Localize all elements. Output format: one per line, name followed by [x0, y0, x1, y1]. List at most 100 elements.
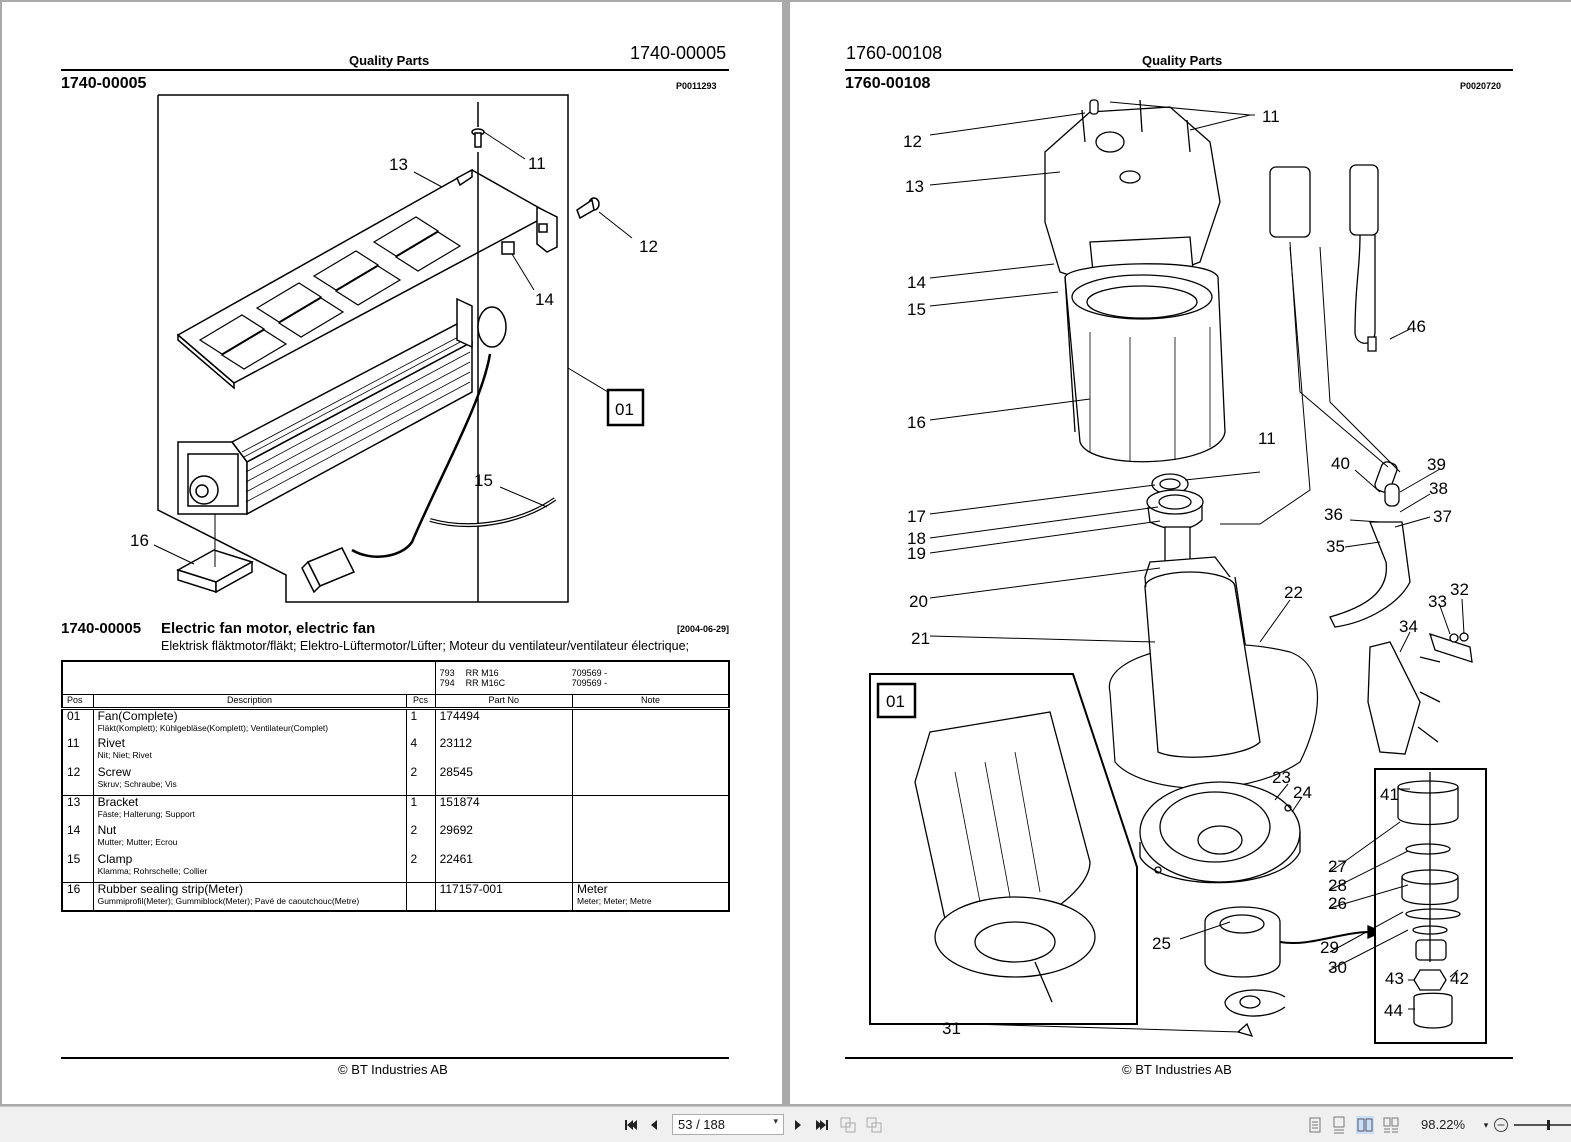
callout-37: 37: [1433, 507, 1452, 526]
callout-15: 15: [474, 471, 493, 490]
facing-continuous-view-button[interactable]: [1382, 1116, 1400, 1134]
exploded-diagram-motor: 11 12 13 14 15 16 11 17 18 19 20 21 22 2…: [869, 99, 1487, 1044]
continuous-page-icon: [1333, 1116, 1345, 1134]
facing-pages-icon: [1357, 1118, 1373, 1132]
callout-13: 13: [389, 155, 408, 174]
picture-code: P0020720: [1460, 81, 1502, 91]
zoom-level[interactable]: 98.22%: [1421, 1117, 1466, 1132]
callout-23: 23: [1272, 768, 1291, 787]
assembly-outline: [157, 94, 569, 603]
viewer-toolbar: 53 / 188 ▾ 98.22% ▾: [0, 1106, 1571, 1142]
previous-page-icon: [651, 1120, 657, 1130]
col-pcs: Pcs: [405, 694, 436, 710]
facing-view-button[interactable]: [1356, 1116, 1374, 1134]
diagram-number: 1740-00005: [61, 75, 147, 92]
callout-11: 11: [1262, 107, 1280, 126]
picture-code: P0011293: [676, 81, 717, 91]
header-number: 1740-00005: [630, 43, 727, 63]
callout-32: 32: [1450, 580, 1469, 599]
col-note: Note: [572, 694, 730, 710]
callout-20: 20: [909, 592, 928, 611]
zoom-out-button[interactable]: [1493, 1116, 1509, 1134]
parts-list-translation: Elektrisk fläktmotor/fläkt; Elektro-Lüft…: [161, 639, 690, 653]
callout-11: 11: [528, 154, 546, 173]
facing-continuous-icon: [1383, 1117, 1399, 1133]
footer-copyright: © BT Industries AB: [338, 1062, 448, 1077]
callout-33: 33: [1428, 592, 1447, 611]
header-number: 1760-00108: [846, 43, 943, 63]
callout-12: 12: [903, 132, 922, 151]
callout-30: 30: [1328, 958, 1347, 977]
footer-rule: [61, 1057, 729, 1059]
callout-13: 13: [905, 177, 924, 196]
parts-table: 793 RR M16 709569 - 794 RR M16C 709569 -…: [61, 660, 730, 912]
callout-40: 40: [1331, 454, 1350, 473]
callout-18: 18: [907, 529, 926, 548]
callout-35: 35: [1326, 537, 1345, 556]
footer-copyright: © BT Industries AB: [1122, 1062, 1232, 1077]
callout-36: 36: [1324, 505, 1343, 524]
model-row: 793 RR M16 709569 - 794 RR M16C 709569 -: [61, 661, 730, 695]
callout-29: 29: [1320, 938, 1339, 957]
parts-list-number: 1740-00005: [61, 620, 142, 637]
diagram-number: 1760-00108: [845, 75, 931, 92]
callout-15: 15: [907, 300, 926, 319]
callout-39: 39: [1427, 455, 1446, 474]
model-list: 793 RR M16 709569 - 794 RR M16C 709569 -: [434, 661, 730, 695]
page-left: Quality Parts 1740-00005 1740-00005 P001…: [2, 2, 782, 1104]
callout-25: 25: [1152, 934, 1171, 953]
page-number-input[interactable]: 53 / 188 ▾: [672, 1114, 784, 1135]
callouts-right: 11 12 13 14 15 16 11 17 18 19 20 21 22 2…: [886, 107, 1469, 1038]
zoom-dropdown-icon[interactable]: ▾: [1483, 1119, 1489, 1130]
zoom-slider[interactable]: [1514, 1120, 1571, 1130]
table-row: 01 Fan(Complete)Fläkt(Komplett); Kühlgeb…: [61, 708, 730, 737]
callout-34: 34: [1399, 617, 1418, 636]
callout-12: 12: [639, 237, 658, 256]
footer-rule: [845, 1057, 1513, 1059]
callout-27: 27: [1328, 857, 1347, 876]
zoom-slider-thumb[interactable]: [1547, 1120, 1550, 1130]
zoom-out-icon: [1494, 1118, 1508, 1132]
callout-19: 19: [907, 544, 926, 563]
single-page-icon: [1309, 1117, 1321, 1133]
previous-page-button[interactable]: [647, 1116, 661, 1134]
page-right: 1760-00108 Quality Parts 1760-00108 P002…: [790, 2, 1571, 1104]
header-rule: [61, 69, 729, 71]
callout-38: 38: [1429, 479, 1448, 498]
callout-28: 28: [1328, 876, 1347, 895]
last-page-button[interactable]: [813, 1116, 831, 1134]
single-page-view-button[interactable]: [1306, 1116, 1324, 1134]
callout-42: 42: [1450, 969, 1469, 988]
page-dropdown-icon[interactable]: ▾: [773, 1116, 778, 1126]
continuous-view-button[interactable]: [1330, 1116, 1348, 1134]
header-rule: [845, 69, 1513, 71]
callout-01: 01: [615, 400, 634, 419]
callout-43: 43: [1385, 969, 1404, 988]
callout-24: 24: [1293, 783, 1312, 802]
go-back-view-button[interactable]: [839, 1116, 857, 1134]
parts-list-date: [2004-06-29]: [676, 624, 729, 634]
callout-01: 01: [886, 692, 905, 711]
last-page-icon: [816, 1120, 828, 1130]
callout-14: 14: [907, 273, 926, 292]
callout-16: 16: [130, 531, 149, 550]
callout-14: 14: [535, 290, 554, 309]
col-pos: Pos: [61, 694, 94, 710]
parts-list-name: Electric fan motor, electric fan: [161, 620, 376, 637]
callout-11b: 11: [1258, 429, 1276, 448]
back-view-icon: [840, 1117, 856, 1133]
callout-21: 21: [911, 629, 930, 648]
callout-26: 26: [1328, 894, 1347, 913]
next-page-button[interactable]: [791, 1116, 805, 1134]
callout-22: 22: [1284, 583, 1303, 602]
forward-view-icon: [866, 1117, 882, 1133]
go-forward-view-button[interactable]: [865, 1116, 883, 1134]
table-row: 16 Rubber sealing strip(Meter)Gummiprofi…: [61, 882, 730, 911]
callout-31: 31: [942, 1019, 961, 1038]
table-header: Pos Description Pcs Part No Note: [61, 694, 730, 710]
first-page-button[interactable]: [622, 1116, 640, 1134]
